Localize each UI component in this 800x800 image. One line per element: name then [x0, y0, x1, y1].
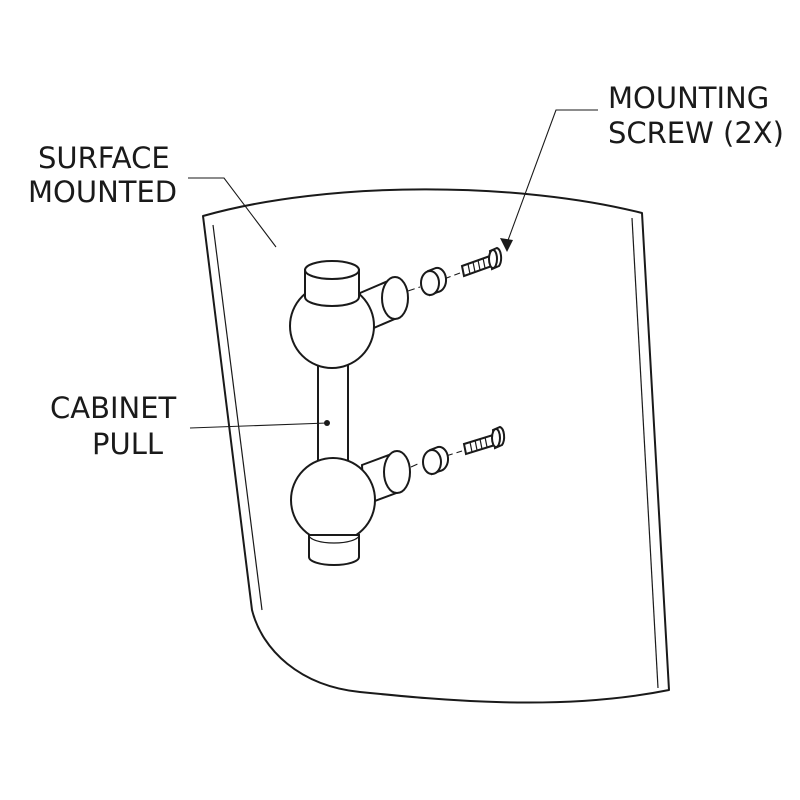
label-screw-line1: MOUNTING — [608, 81, 769, 115]
cabinet-pull — [289, 260, 411, 566]
mounting-screw-top — [460, 246, 503, 278]
leader-lines — [188, 109, 598, 429]
spacer-washer-bottom — [422, 445, 449, 476]
label-surface-line1: SURFACE — [38, 141, 170, 175]
callout-mounting-screw: MOUNTING SCREW (2X) — [608, 81, 784, 150]
spacer-washer-top — [420, 266, 447, 297]
leader-dot — [324, 420, 330, 426]
leader-arrowhead — [500, 238, 513, 252]
callout-surface-mounted: SURFACE MOUNTED — [28, 141, 177, 209]
label-pull-line1: CABINET — [50, 391, 177, 425]
cabinet-door-panel — [202, 188, 670, 704]
label-screw-line2: SCREW (2X) — [608, 116, 784, 150]
callout-cabinet-pull: CABINET PULL — [50, 391, 177, 461]
label-surface-line2: MOUNTED — [28, 175, 177, 209]
explosion-lines — [407, 272, 463, 468]
label-pull-line2: PULL — [92, 427, 163, 461]
mounting-screw-bottom — [462, 425, 506, 456]
